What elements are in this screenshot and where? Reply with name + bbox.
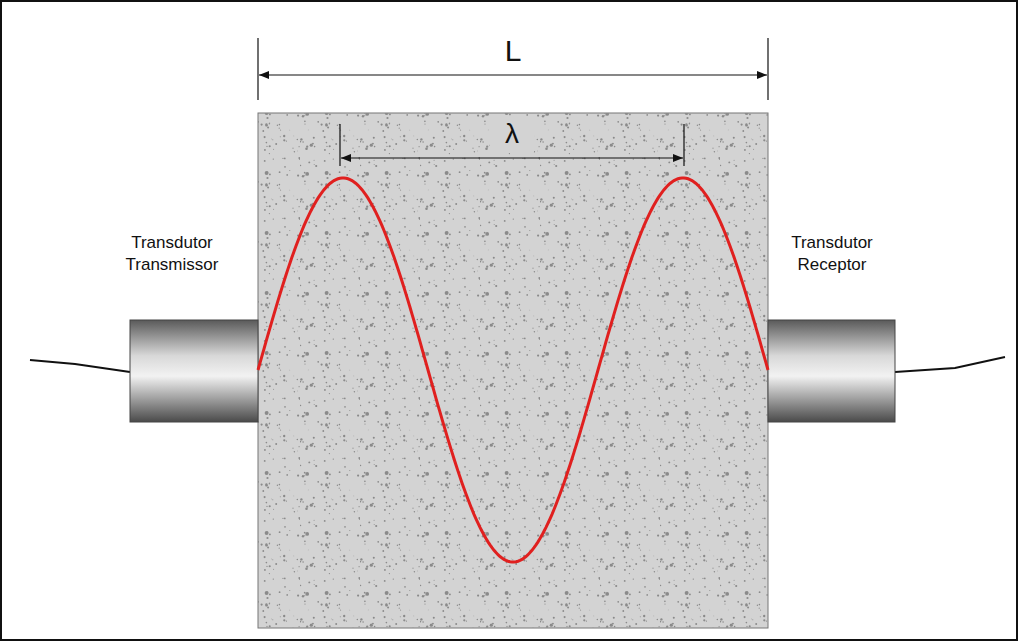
- right-cable: [895, 357, 1005, 372]
- extension-line: [257, 38, 258, 100]
- dimension-label: L: [481, 31, 545, 70]
- transducer-label: Transdutor Receptor: [775, 232, 889, 276]
- extension-line: [339, 124, 340, 166]
- transducer-label: Transdutor Transmissor: [110, 232, 234, 276]
- receiver-transducer: [768, 320, 895, 422]
- transmitter-transducer: [130, 320, 258, 422]
- dimension-line: [341, 157, 683, 158]
- extension-line: [683, 124, 684, 166]
- concrete-block: [258, 113, 768, 628]
- sine-wave: [258, 178, 768, 562]
- wavelength-label: λ: [490, 116, 534, 152]
- extension-line: [767, 38, 768, 100]
- dimension-line: [259, 74, 767, 75]
- left-cable: [30, 360, 130, 372]
- concrete-texture: [258, 113, 768, 628]
